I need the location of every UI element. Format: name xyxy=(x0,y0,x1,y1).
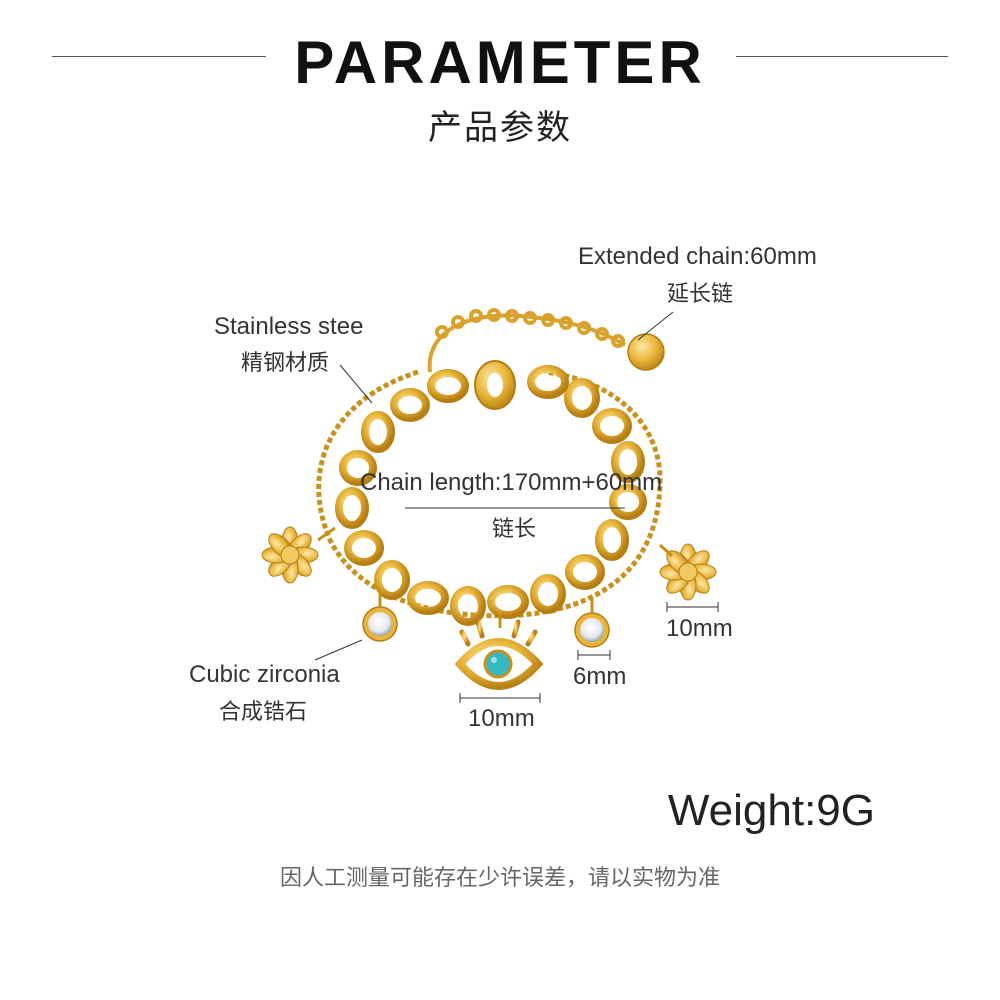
header-rule-right xyxy=(736,56,948,57)
daisy-charm-right xyxy=(659,543,717,601)
leader-extension xyxy=(637,311,674,341)
main-chain xyxy=(335,365,647,626)
evil-eye-charm xyxy=(454,612,544,690)
chain-length-label-cn: 链长 xyxy=(492,517,537,542)
flower-size-label: 10mm xyxy=(666,615,733,642)
leader-material xyxy=(339,364,373,404)
zirconia-charm-right xyxy=(574,598,610,648)
weight-label: Weight:9G xyxy=(667,786,875,835)
leader-zirconia xyxy=(314,639,363,661)
dim-eye xyxy=(459,693,541,703)
dim-flower xyxy=(666,602,719,612)
header-rule-left xyxy=(52,56,266,57)
stone-label: Cubic zirconia xyxy=(189,661,340,688)
dim-crystal xyxy=(577,650,611,660)
page-subtitle: 产品参数 xyxy=(428,108,572,148)
extension-chain xyxy=(427,308,627,373)
crystal-size-label: 6mm xyxy=(573,663,627,690)
extension-tag xyxy=(627,333,665,371)
extended-chain-label: Extended chain:60mm xyxy=(578,243,817,270)
daisy-charm-left xyxy=(261,526,319,584)
page-title: PARAMETER xyxy=(294,29,706,96)
material-label: Stainless stee xyxy=(214,313,364,340)
chain-length-label: Chain length:170mm+60mm xyxy=(360,469,663,496)
lobster-clasp xyxy=(474,360,516,410)
extended-chain-label-cn: 延长链 xyxy=(667,282,734,307)
stone-label-cn: 合成锆石 xyxy=(219,700,308,725)
eye-size-label: 10mm xyxy=(468,705,535,732)
zirconia-charm-left xyxy=(362,590,398,642)
measurement-note: 因人工测量可能存在少许误差，请以实物为准 xyxy=(279,866,720,891)
material-label-cn: 精钢材质 xyxy=(241,351,330,376)
